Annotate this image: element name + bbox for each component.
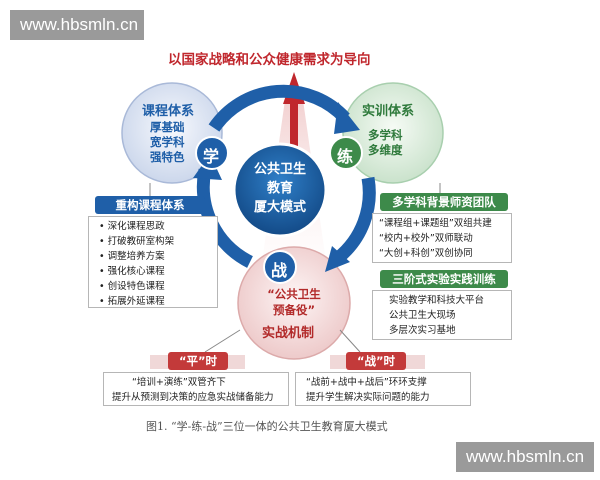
learn-lines: 厚基础 宽学科 强特色 xyxy=(150,120,185,165)
connector-fight-right xyxy=(339,329,361,353)
list-item: 实验教学和科技大平台 xyxy=(389,295,485,306)
train-title: 实训体系 xyxy=(362,104,415,119)
train-circle xyxy=(342,82,444,184)
train-box2-list: 实验教学和科技大平台 公共卫生大现场 多层次实习基地 xyxy=(372,290,512,340)
cycle-arc-right xyxy=(333,176,376,264)
war-box-title: “战”时 xyxy=(346,352,406,370)
train-line: 多维度 xyxy=(368,143,403,157)
center-line: 教育 xyxy=(266,181,293,196)
up-arrow-shaft xyxy=(290,100,298,160)
learn-box-list: • 深化课程思政 • 打破教研室构架 • 调整培养方案 • 强化核心课程 • 创… xyxy=(88,216,218,308)
center-label: 公共卫生 教育 厦大模式 xyxy=(238,160,322,217)
fight-badge xyxy=(263,250,297,284)
list-item: “大创+科创”双创协同 xyxy=(379,248,473,259)
fight-line: “公共卫生 xyxy=(267,287,321,301)
list-item: • 拓展外延课程 xyxy=(99,296,165,307)
center-line: 公共卫生 xyxy=(253,162,306,177)
center-line: 厦大模式 xyxy=(253,200,306,215)
list-item: • 调整培养方案 xyxy=(99,251,165,262)
learn-line: 宽学科 xyxy=(150,135,185,149)
list-item: “培训+演练”双管齐下 xyxy=(132,377,226,388)
cycle-arrowhead-top xyxy=(334,102,360,134)
learn-badge xyxy=(195,136,229,170)
train-box1-list: “课程组+课题组”双组共建 “校内+校外”双师联动 “大创+科创”双创协同 xyxy=(372,213,512,263)
train-box1-title: 多学科背景师资团队 xyxy=(380,193,508,211)
train-box2-title: 三阶式实验实践训练 xyxy=(380,270,508,288)
learn-badge-char: 学 xyxy=(203,147,220,166)
watermark-top: www.hbsmln.cn xyxy=(10,10,144,40)
watermark-bottom: www.hbsmln.cn xyxy=(456,442,594,472)
train-lines: 多学科 多维度 xyxy=(368,128,403,158)
fight-lines: “公共卫生 预备役” xyxy=(252,286,336,318)
train-line: 多学科 xyxy=(368,128,403,142)
list-item: • 深化课程思政 xyxy=(99,221,165,232)
list-item: • 创设特色课程 xyxy=(99,281,165,292)
war-box-list: “战前+战中+战后”环环支撑 提升学生解决实际问题的能力 xyxy=(295,372,471,406)
fight-badge-char: 战 xyxy=(271,261,288,280)
peace-box-list: “培训+演练”双管齐下 提升从预测到决策的应急实战储备能力 xyxy=(103,372,289,406)
center-circle xyxy=(232,142,328,238)
fight-line: 预备役” xyxy=(272,303,316,317)
list-item: 公共卫生大现场 xyxy=(389,310,456,321)
train-badge-char: 练 xyxy=(337,147,354,166)
connector-fight-left xyxy=(204,329,241,353)
learn-title: 课程体系 xyxy=(142,104,195,119)
learn-line: 强特色 xyxy=(150,150,185,164)
list-item: • 强化核心课程 xyxy=(99,266,165,277)
learn-line: 厚基础 xyxy=(150,120,185,134)
cycle-arc-top xyxy=(208,84,350,132)
fight-title: 实战机制 xyxy=(262,326,315,341)
cycle-arrowhead-right xyxy=(325,246,350,272)
figure-caption: 图1. “学-练-战”三位一体的公共卫生教育厦大模式 xyxy=(146,420,388,433)
list-item: • 打破教研室构架 xyxy=(99,236,175,247)
list-item: “战前+战中+战后”环环支撑 xyxy=(306,377,427,388)
list-item: 提升学生解决实际问题的能力 xyxy=(306,392,430,403)
headline: 以国家战略和公众健康需求为导向 xyxy=(168,52,371,68)
list-item: 多层次实习基地 xyxy=(389,325,456,336)
list-item: “课程组+课题组”双组共建 xyxy=(379,218,492,229)
list-item: 提升从预测到决策的应急实战储备能力 xyxy=(112,392,274,403)
train-badge xyxy=(329,136,363,170)
peace-box-title: “平”时 xyxy=(168,352,228,370)
list-item: “校内+校外”双师联动 xyxy=(379,233,473,244)
learn-box-title: 重构课程体系 xyxy=(95,196,205,214)
